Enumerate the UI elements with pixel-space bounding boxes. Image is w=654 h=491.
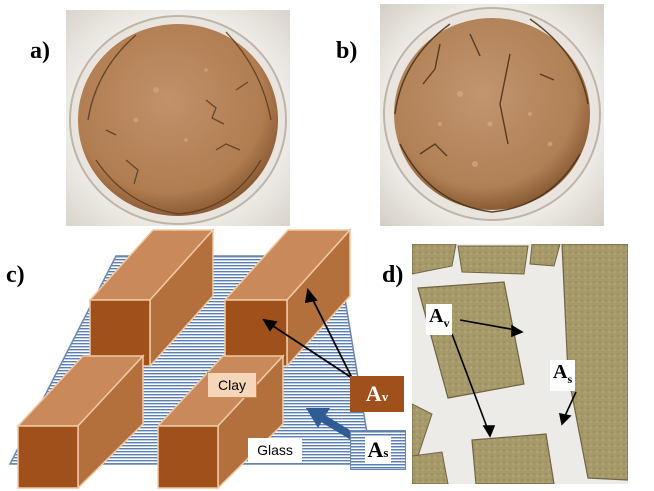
micrograph-panel-d: Av As bbox=[412, 244, 628, 484]
micro-av-main: A bbox=[429, 305, 444, 327]
clay-block-1 bbox=[88, 228, 215, 368]
as-legend-main: A bbox=[367, 437, 384, 462]
micrograph-arrows bbox=[451, 319, 577, 438]
micro-as-main: A bbox=[553, 361, 568, 383]
panel-label-c: c) bbox=[6, 262, 25, 288]
clay-label-text: Clay bbox=[217, 377, 246, 393]
petri-dish-photo-a bbox=[66, 10, 290, 226]
micro-av-label: Av bbox=[426, 304, 453, 335]
petri-dish-photo-b bbox=[380, 4, 604, 226]
panel-label-d: d) bbox=[382, 262, 404, 288]
glass-label: Glass bbox=[248, 438, 302, 462]
panel-label-a: a) bbox=[30, 38, 50, 64]
glass-label-text: Glass bbox=[257, 442, 293, 458]
clay-block-3 bbox=[16, 354, 145, 490]
av-legend-main: A bbox=[365, 381, 382, 406]
as-pointer-arrow bbox=[306, 408, 355, 440]
av-arrows bbox=[262, 287, 353, 379]
micro-as-label: As bbox=[550, 360, 576, 391]
av-legend-sub: v bbox=[381, 389, 389, 404]
clay-label: Clay bbox=[207, 372, 257, 398]
clay-block-2 bbox=[223, 228, 352, 368]
panel-label-b: b) bbox=[336, 38, 358, 64]
micro-as-sub: s bbox=[567, 372, 573, 386]
as-legend-sub: s bbox=[383, 445, 389, 460]
micro-av-sub: v bbox=[443, 316, 450, 330]
